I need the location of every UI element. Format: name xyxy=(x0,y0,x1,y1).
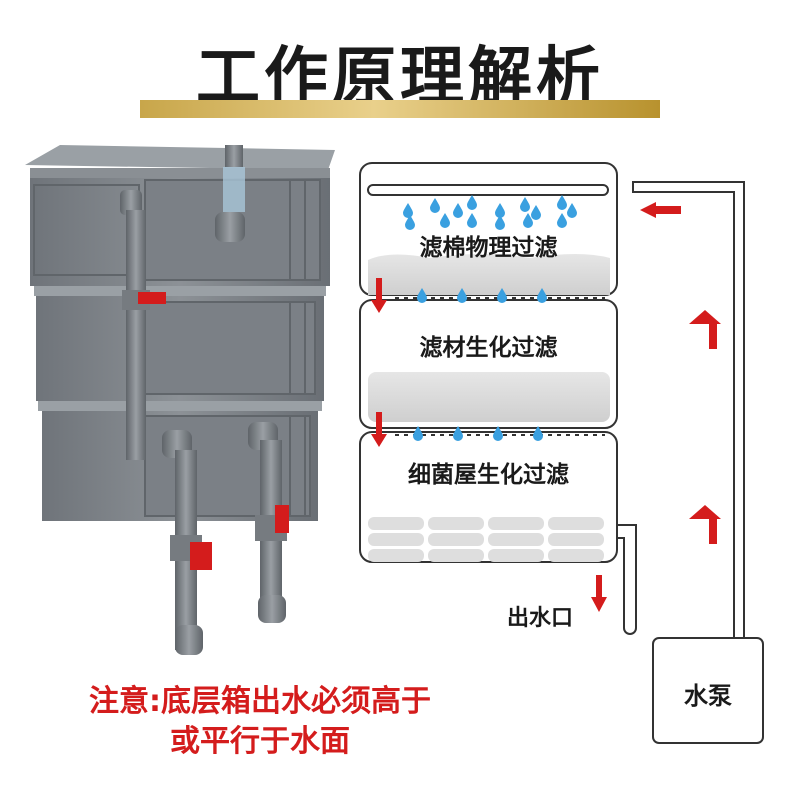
warning-line-1: 注意:底层箱出水必须高于 xyxy=(89,684,431,719)
stage-label-3: 细菌屋生化过滤 xyxy=(408,462,569,488)
stage-label-2: 滤材生化过滤 xyxy=(419,335,558,361)
flow-arrow-down-2 xyxy=(371,412,387,447)
pump-label: 水泵 xyxy=(684,682,732,710)
box-tier-top xyxy=(30,168,330,286)
flow-arrow-up-1 xyxy=(689,310,721,349)
warning-line-2: 或平行于水面 xyxy=(170,724,350,759)
pump-box xyxy=(652,637,764,744)
filter-media xyxy=(368,372,610,422)
spray-bar xyxy=(367,184,609,196)
flow-arrow-left xyxy=(640,202,681,218)
flow-arrow-outlet xyxy=(591,575,607,612)
stage-label-1: 滤棉物理过滤 xyxy=(419,235,558,261)
flow-arrow-up-2 xyxy=(689,505,721,544)
return-pipe xyxy=(632,181,745,638)
title-underline xyxy=(140,100,660,118)
flow-arrow-down-1 xyxy=(371,278,387,313)
outlet-label: 出水口 xyxy=(506,606,573,631)
box-tier-middle xyxy=(34,286,326,401)
flow-diagram xyxy=(359,162,764,744)
filter-sponge xyxy=(368,254,610,295)
outlet-pipe xyxy=(617,524,637,635)
product-image xyxy=(25,145,335,655)
warning-note: 注意:底层箱出水必须高于 或平行于水面 xyxy=(50,682,470,762)
bacteria-house-media xyxy=(368,517,604,562)
